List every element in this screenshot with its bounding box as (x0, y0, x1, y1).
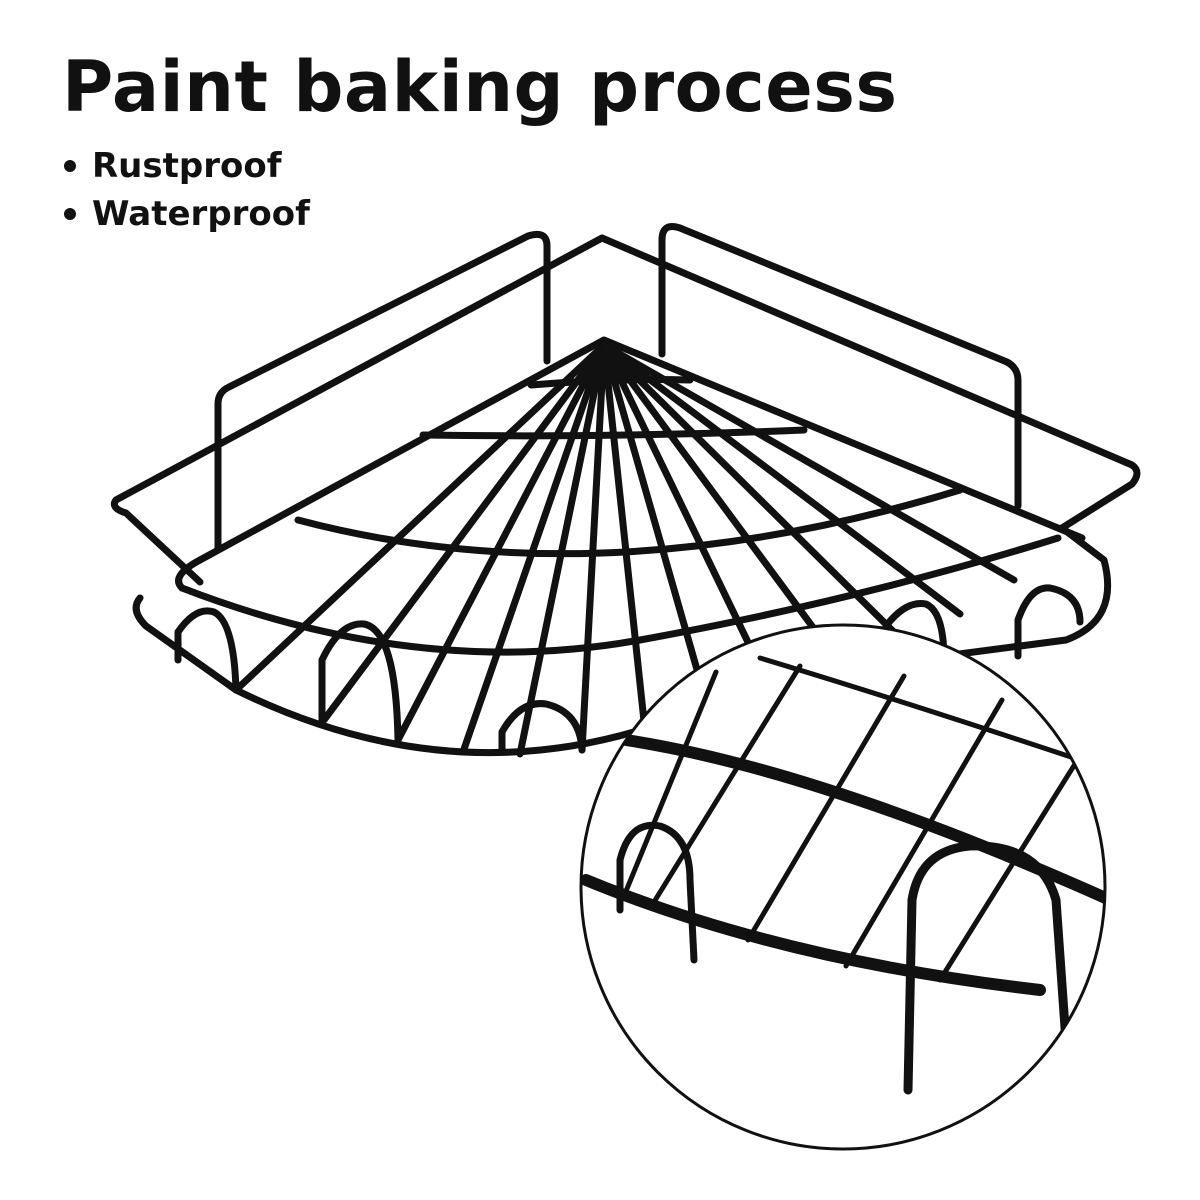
zoom-rim-bottom (581, 874, 1046, 996)
zoom-hook-left (616, 821, 698, 964)
zoom-inset (579, 623, 1107, 1151)
corner-shelf-basket (110, 223, 1141, 758)
lower-frame (132, 524, 1112, 756)
bullet-icon (64, 160, 76, 172)
zoom-hook-right (903, 841, 1073, 1095)
back-panel-left (214, 230, 551, 554)
feature-item: Rustproof (64, 142, 310, 190)
feature-label-rustproof: Rustproof (92, 146, 282, 186)
feature-label-waterproof: Waterproof (92, 194, 310, 234)
bullet-icon (64, 208, 76, 220)
headline: Paint baking process (62, 46, 898, 128)
inner-arc-large (294, 486, 964, 558)
feature-list: Rustproof Waterproof (64, 142, 310, 238)
feature-item: Waterproof (64, 190, 310, 238)
basket-front-edge (178, 534, 1062, 656)
top-frame (110, 234, 1141, 586)
radial-wires (232, 341, 1018, 758)
back-panel-right (658, 223, 1022, 510)
hooks (174, 584, 1084, 756)
